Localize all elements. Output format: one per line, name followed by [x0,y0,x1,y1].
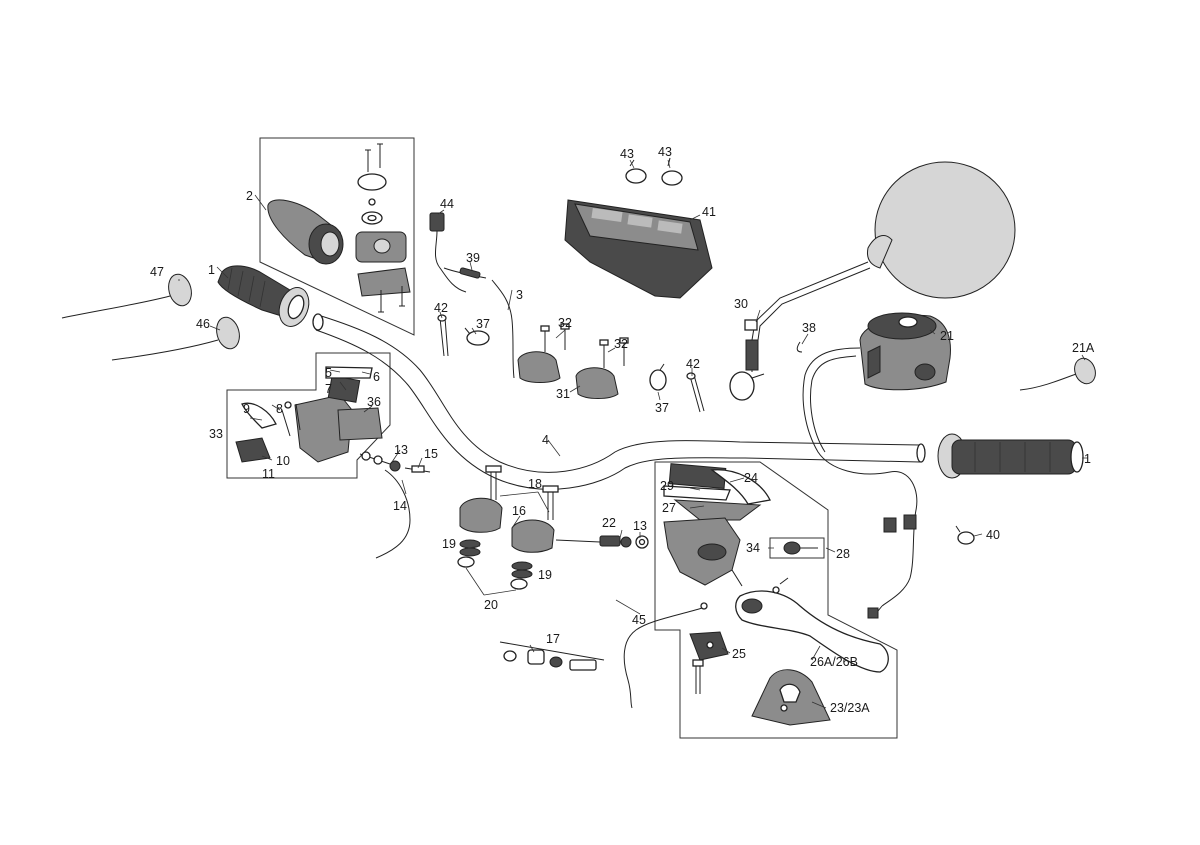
callout-33: 33 [209,427,223,441]
lever-guard-23 [751,669,831,726]
washers-19-20 [457,539,533,590]
bracket-25 [689,631,729,694]
callout-43-b: 43 [658,145,672,159]
callout-43-a: 43 [620,147,634,161]
callout-11: 11 [262,467,275,481]
callout-32-b: 32 [614,337,628,351]
clamp-31-right [575,337,629,399]
callout-37-a: 37 [476,317,490,331]
callout-32-a: 32 [558,316,572,330]
callout-21: 21 [940,329,954,343]
callout-44: 44 [440,197,454,211]
callout-29: 29 [660,479,674,493]
throttle-assembly [267,143,411,313]
callout-38: 38 [802,321,816,335]
mirror-30 [744,161,1016,372]
callout-19-b: 19 [538,568,552,582]
callout-1-left: 1 [208,263,215,277]
callout-5: 5 [325,366,332,380]
callout-47: 47 [150,265,164,279]
callout-labels: 1 1 2 3 4 5 6 7 8 9 10 11 13 13 14 15 16… [150,145,1095,715]
switch-lead-44 [429,212,467,293]
callout-46: 46 [196,317,210,331]
clip-37-left [464,327,490,346]
callout-34: 34 [746,541,760,555]
clutch-group-box [226,352,391,479]
callout-21a: 21A [1072,341,1095,355]
clip-37-right [649,363,667,391]
callout-40: 40 [986,528,1000,542]
cable-guide-38 [796,341,803,353]
callout-9: 9 [243,402,250,416]
brake-master-group-box [654,461,898,739]
callout-42-a: 42 [434,301,448,315]
clamp-31-left [517,323,570,383]
cable-45 [623,602,708,709]
callout-8: 8 [276,402,283,416]
lead-21a [1019,357,1096,391]
callout-28: 28 [836,547,850,561]
callout-2: 2 [246,189,253,203]
callout-10: 10 [276,454,290,468]
callout-17: 17 [546,632,560,646]
lead-46 [111,316,240,361]
clip-40 [955,525,975,545]
callout-36: 36 [367,395,381,409]
callout-39: 39 [466,251,480,265]
lower-clamp-left [459,465,503,533]
callout-45: 45 [632,613,646,627]
callout-26a-26b: 26A/26B [810,655,858,669]
lead-47 [61,273,192,319]
split-pin-42-left [437,314,449,357]
lower-clamp-right [511,485,559,553]
callout-6: 6 [373,370,380,384]
callout-24: 24 [744,471,758,485]
adjuster-17 [499,641,605,671]
left-grip [217,265,310,327]
right-switch-21 [859,312,951,391]
leader-lines [178,159,1088,709]
wiring-harness [802,347,918,619]
throttle-cable-3 [491,279,515,379]
callout-16: 16 [512,504,526,518]
callout-42-b: 42 [686,357,700,371]
callout-13-mid: 13 [633,519,647,533]
bolt-34 [769,537,825,559]
cable-39 [443,267,487,279]
callout-18: 18 [528,477,542,491]
callout-3: 3 [516,288,523,302]
right-grip [937,433,1084,479]
callout-19-a: 19 [442,537,456,551]
throttle-group-box [259,137,415,336]
handlebar-pad-41 [564,199,713,299]
callout-41: 41 [702,205,716,219]
callout-22: 22 [602,516,616,530]
callout-27: 27 [662,501,676,515]
callout-1-right: 1 [1084,452,1091,466]
callout-23-23a: 23/23A [830,701,870,715]
callout-15: 15 [424,447,438,461]
callout-25: 25 [732,647,746,661]
clip-43-b [661,157,683,186]
callout-37-b: 37 [655,401,669,415]
cable-guide-near-30 [729,371,765,401]
clutch-master-33 [235,366,383,463]
callout-31: 31 [556,387,570,401]
banjo-bolt-22 [555,535,649,549]
callout-7: 7 [325,382,332,396]
clip-43-a [625,159,647,184]
callout-13-left: 13 [394,443,408,457]
brake-lever-26 [735,577,889,673]
callout-4: 4 [542,433,549,447]
callout-30: 30 [734,297,748,311]
callout-20: 20 [484,598,498,612]
handlebar [312,313,926,490]
callout-14: 14 [393,499,407,513]
clutch-hose-14 [359,451,431,559]
split-pin-42-right [686,372,705,413]
front-brake-master-28 [663,463,771,587]
